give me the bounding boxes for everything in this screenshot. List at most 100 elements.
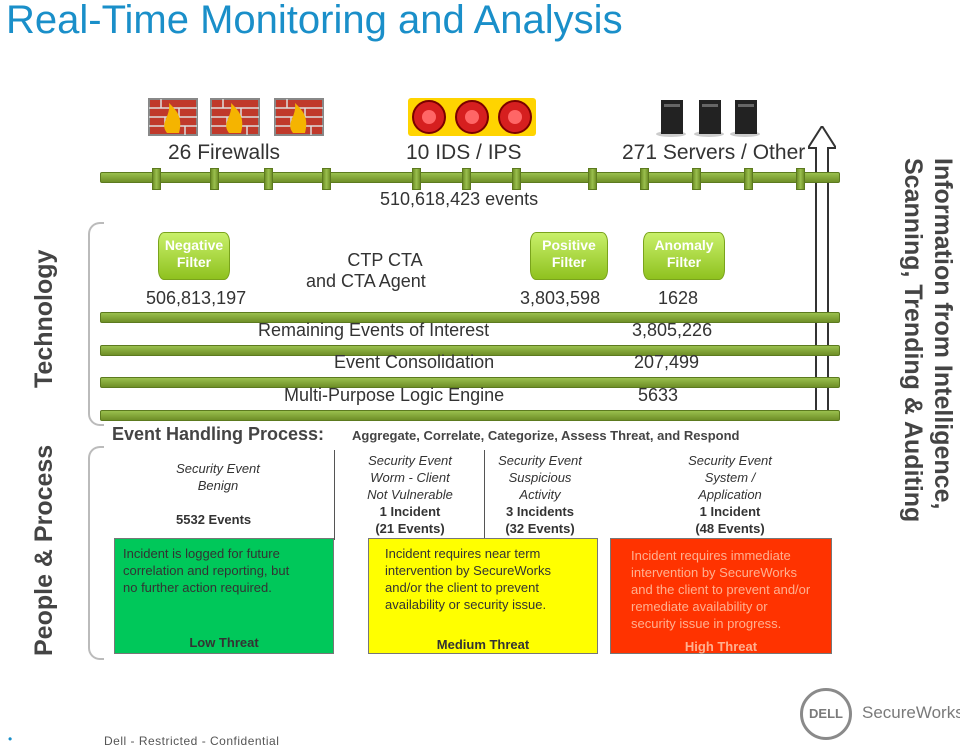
high-line3: and the client to prevent and/or bbox=[631, 582, 811, 597]
category-system: Security Event System / Application 1 In… bbox=[670, 452, 790, 537]
high-line4: remediate availability or bbox=[631, 599, 768, 614]
logic-engine-value: 5633 bbox=[638, 385, 679, 405]
ids-label: 10 IDS / IPS bbox=[406, 141, 522, 164]
right-info-line2: Scanning, Trending & Auditing bbox=[899, 158, 927, 523]
negative-filter-line1: Negative bbox=[164, 237, 224, 253]
worm-line4: 1 Incident bbox=[379, 504, 441, 519]
remaining-events-label: Remaining Events of Interest bbox=[258, 320, 490, 340]
system-line5: (48 Events) bbox=[695, 521, 765, 536]
logic-engine-label: Multi-Purpose Logic Engine bbox=[284, 385, 505, 405]
page-title: Real-Time Monitoring and Analysis bbox=[6, 0, 623, 42]
pipe-bar-1 bbox=[100, 312, 840, 323]
medium-threat-desc: Incident requires near term intervention… bbox=[385, 545, 551, 613]
medium-threat-label: Medium Threat bbox=[436, 637, 530, 652]
high-line5: security issue in progress. bbox=[631, 616, 782, 631]
benign-line1: Security Event bbox=[176, 461, 260, 476]
alarm-icon bbox=[498, 100, 532, 134]
events-total: 510,618,423 events bbox=[380, 189, 539, 209]
divider-line bbox=[334, 450, 335, 540]
servers-label: 271 Servers / Other bbox=[622, 141, 806, 164]
worm-line5: (21 Events) bbox=[375, 521, 445, 536]
pipe-post bbox=[152, 168, 161, 190]
benign-line2: Benign bbox=[197, 478, 239, 493]
anomaly-filter-value: 1628 bbox=[658, 288, 699, 308]
firewall-icon bbox=[148, 98, 198, 136]
pipe-post bbox=[588, 168, 597, 190]
server-icon bbox=[656, 100, 686, 137]
low-threat-label: Low Threat bbox=[189, 635, 259, 650]
system-line4: 1 Incident bbox=[699, 504, 761, 519]
high-threat-label: High Threat bbox=[684, 639, 758, 654]
worm-line1: Security Event bbox=[368, 453, 452, 468]
technology-bracket bbox=[88, 222, 104, 426]
negative-filter-value: 506,813,197 bbox=[146, 288, 247, 308]
suspicious-line4: 3 Incidents bbox=[506, 504, 574, 519]
low-line1: Incident is logged for future bbox=[123, 546, 280, 561]
positive-filter: Positive Filter bbox=[530, 232, 608, 280]
alarm-icon bbox=[455, 100, 489, 134]
benign-count: 5532 Events bbox=[176, 512, 252, 527]
people-process-label: People & Process bbox=[30, 444, 58, 656]
pipe-post bbox=[744, 168, 753, 190]
footer-bullet: • bbox=[8, 732, 13, 746]
medium-threat-box: Incident requires near term intervention… bbox=[368, 538, 598, 654]
pipe-post bbox=[640, 168, 649, 190]
category-suspicious: Security Event Suspicious Activity 3 Inc… bbox=[480, 452, 600, 537]
negative-filter: Negative Filter bbox=[158, 232, 230, 280]
high-threat-desc: Incident requires immediate intervention… bbox=[631, 547, 810, 632]
pipe-post bbox=[462, 168, 471, 190]
server-icon bbox=[694, 100, 724, 137]
low-threat-box: Incident is logged for future correlatio… bbox=[114, 538, 334, 654]
suspicious-line3: Activity bbox=[519, 487, 561, 502]
pipe-post bbox=[264, 168, 273, 190]
pipe-post bbox=[412, 168, 421, 190]
pipe-post bbox=[322, 168, 331, 190]
right-info-line1: Information from Intelligence, bbox=[929, 158, 957, 510]
pipe-post bbox=[210, 168, 219, 190]
suspicious-line2: Suspicious bbox=[508, 470, 572, 485]
system-line2: System / bbox=[704, 470, 756, 485]
right-info-label: Information from Intelligence, Scanning,… bbox=[888, 158, 958, 568]
medium-line3: and/or the client to prevent bbox=[385, 580, 539, 595]
system-line3: Application bbox=[698, 487, 762, 502]
technology-label: Technology bbox=[30, 249, 58, 388]
anomaly-filter-line1: Anomaly bbox=[654, 237, 714, 253]
high-threat-box: Incident requires immediate intervention… bbox=[610, 538, 832, 654]
footer-confidential: Dell - Restricted - Confidential bbox=[104, 734, 280, 748]
medium-line1: Incident requires near term bbox=[385, 546, 541, 561]
worm-line2: Worm - Client bbox=[370, 470, 450, 485]
category-benign: Security Event Benign bbox=[158, 460, 278, 494]
consolidation-value: 207,499 bbox=[634, 352, 700, 372]
high-line1: Incident requires immediate bbox=[631, 548, 791, 563]
pipe-post bbox=[692, 168, 701, 190]
low-line2: correlation and reporting, but bbox=[123, 563, 290, 578]
positive-filter-line2: Filter bbox=[551, 254, 587, 270]
alarm-icon bbox=[412, 100, 446, 134]
arrow-up-icon bbox=[808, 126, 836, 420]
high-line2: intervention by SecureWorks bbox=[631, 565, 797, 580]
ids-icons bbox=[408, 98, 536, 136]
firewall-icons bbox=[148, 98, 324, 136]
server-icon bbox=[730, 100, 760, 137]
dell-logo: DELL bbox=[800, 688, 852, 740]
firewall-icon bbox=[210, 98, 260, 136]
secureworks-logo: SecureWorks bbox=[862, 703, 960, 722]
process-heading: Event Handling Process: bbox=[112, 424, 325, 444]
positive-filter-line1: Positive bbox=[542, 237, 596, 253]
ctp-cta-label: CTP CTA bbox=[335, 249, 435, 271]
positive-filter-value: 3,803,598 bbox=[520, 288, 601, 308]
pipe-post bbox=[512, 168, 521, 190]
worm-line3: Not Vulnerable bbox=[367, 487, 453, 502]
negative-filter-line2: Filter bbox=[176, 254, 212, 270]
pipe-post bbox=[796, 168, 805, 190]
process-bracket bbox=[88, 446, 104, 660]
firewalls-label: 26 Firewalls bbox=[168, 141, 281, 164]
suspicious-line1: Security Event bbox=[498, 453, 582, 468]
system-line1: Security Event bbox=[688, 453, 772, 468]
ctp-line2: and CTA Agent bbox=[306, 271, 426, 291]
process-subheading: Aggregate, Correlate, Categorize, Assess… bbox=[352, 428, 740, 443]
low-threat-desc: Incident is logged for future correlatio… bbox=[123, 545, 289, 596]
pipe-bar-4 bbox=[100, 410, 840, 421]
category-worm: Security Event Worm - Client Not Vulnera… bbox=[350, 452, 470, 537]
ctp-line1: CTP CTA bbox=[347, 250, 423, 270]
